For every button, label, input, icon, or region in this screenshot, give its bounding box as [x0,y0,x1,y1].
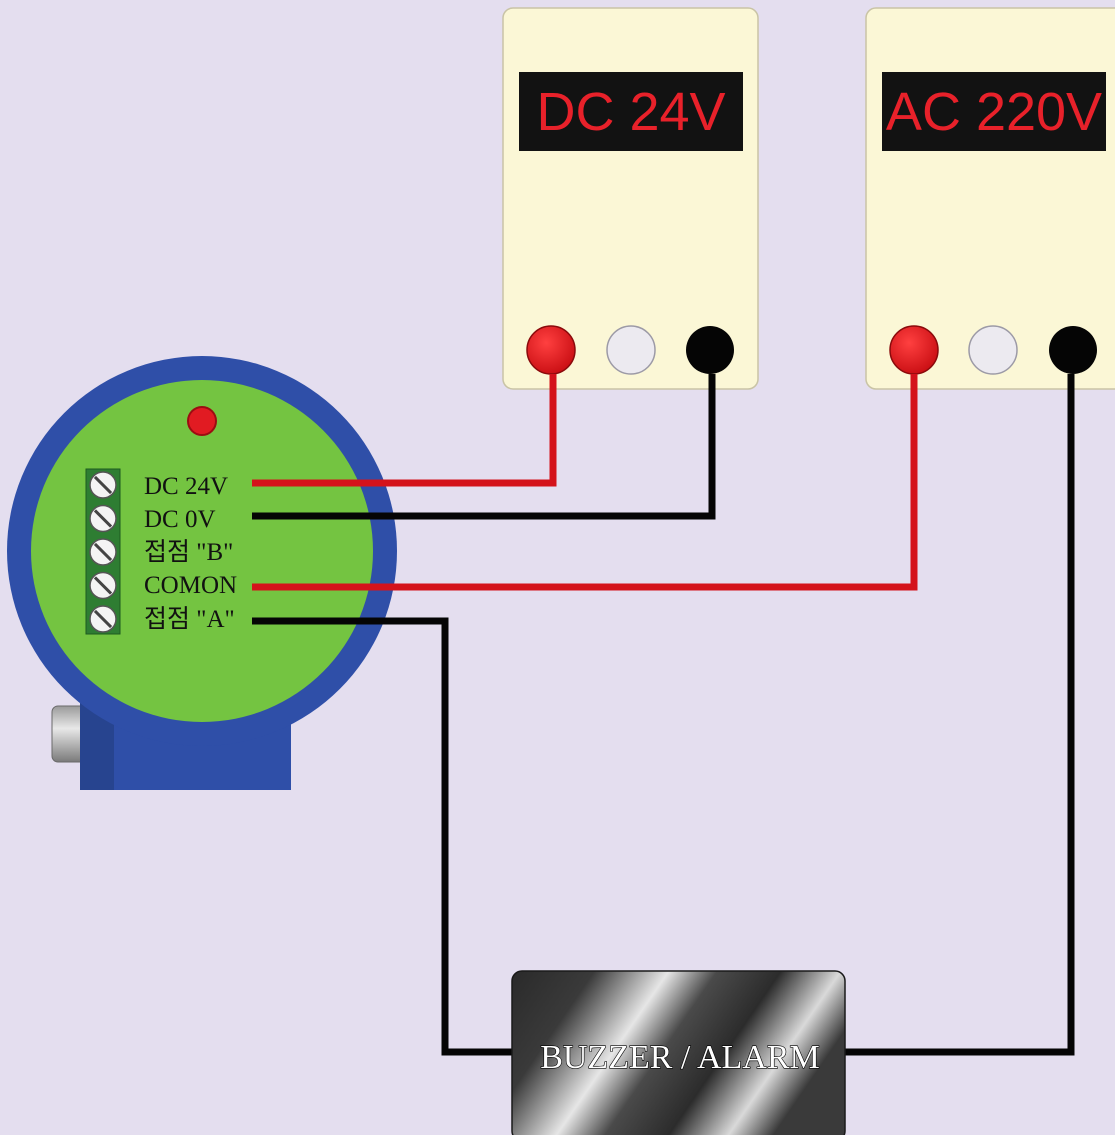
terminal-label-contact-a: 접점 "A" [144,605,235,633]
sensor-face [31,380,373,722]
wire-ac220v-common [252,374,918,591]
status-led-icon [187,406,217,436]
terminal-negative-icon [686,326,734,374]
terminal-label-dc0v: DC 0V [144,506,216,533]
wire-dc24v-negative [252,374,716,520]
power-supply-dc24v: DC 24V [502,7,759,390]
psu-display-label: DC 24V [536,82,725,142]
power-supply-ac220v: AC 220V [865,7,1115,390]
terminal-label-dc24v: DC 24V [144,473,228,500]
screw-slot-icon [93,542,113,562]
screw-slot-icon [93,509,113,528]
screw-slot-icon [93,576,113,595]
terminal-positive-icon [889,325,939,375]
terminal-positive-icon [526,325,576,375]
buzzer-body [511,970,846,1135]
wire-contact-a-to-buzzer [252,617,513,1056]
terminal-ground-icon [606,325,656,375]
wire-dc24v-positive [252,374,557,487]
terminal-ground-icon [968,325,1018,375]
wires [252,374,1075,1056]
wire-ac220v-to-buzzer [844,374,1075,1056]
screw-slot-icon [93,609,113,629]
screw-slot-icon [93,475,113,495]
psu-display [882,72,1106,151]
buzzer-label: BUZZER / ALARM [540,1039,820,1076]
psu-display [519,72,743,151]
terminal-label-common: COMON [144,572,237,599]
sensor-housing: DC 24V DC 0V 접점 "B" COMON 접점 "A" [7,356,397,790]
buzzer-alarm: BUZZER / ALARM [511,970,846,1135]
terminal-label-contact-b: 접점 "B" [144,538,233,566]
psu-display-label: AC 220V [886,82,1102,142]
terminal-negative-icon [1049,326,1097,374]
terminal-screws [89,471,117,633]
